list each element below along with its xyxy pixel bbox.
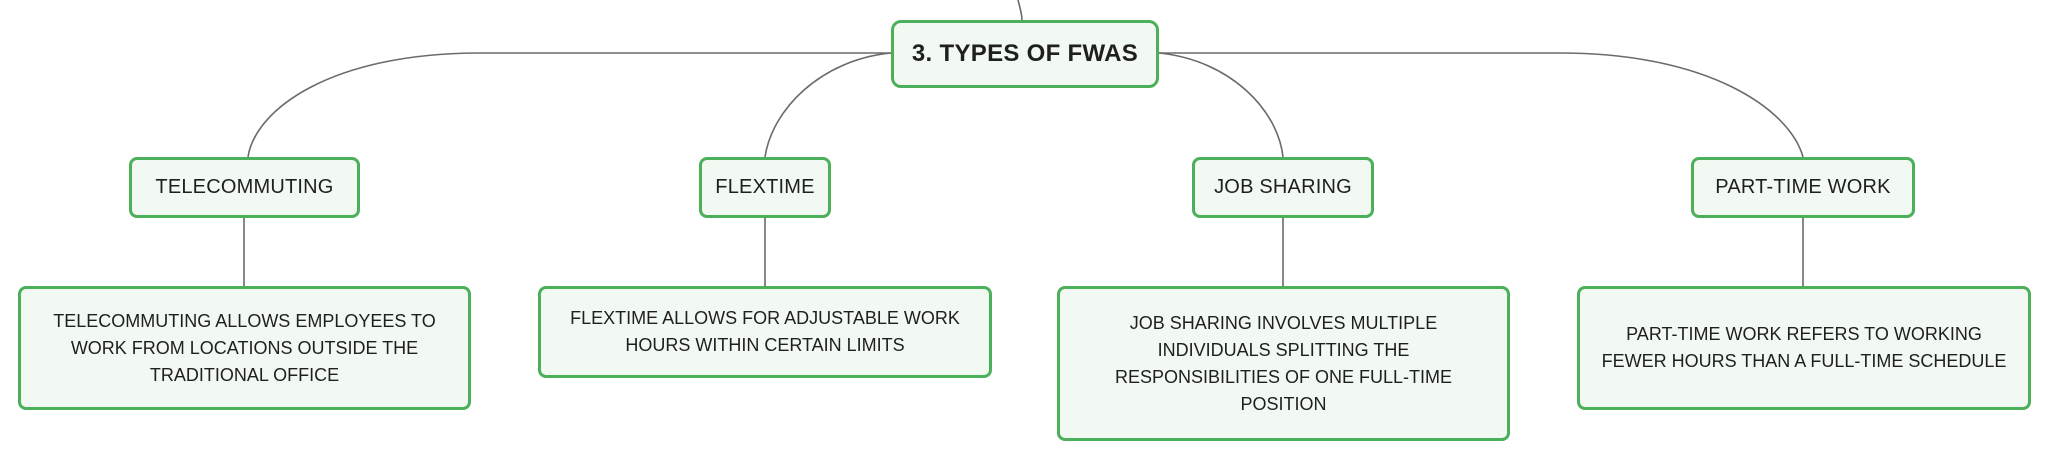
- topic-node-flextime[interactable]: FLEXTIME: [699, 157, 831, 218]
- root-topic-label: 3. TYPES OF FWAS: [911, 40, 1139, 67]
- detail-text: FLEXTIME ALLOWS FOR ADJUSTABLE WORK HOUR…: [570, 308, 960, 355]
- connector-root-flextime: [764, 52, 892, 158]
- detail-text: PART-TIME WORK REFERS TO WORKING FEWER H…: [1601, 324, 2007, 371]
- topic-node-job-sharing[interactable]: JOB SHARING: [1192, 157, 1374, 218]
- detail-node-flextime[interactable]: FLEXTIME ALLOWS FOR ADJUSTABLE WORK HOUR…: [538, 286, 992, 378]
- topic-label: TELECOMMUTING: [155, 176, 334, 198]
- detail-node-part-time-work[interactable]: PART-TIME WORK REFERS TO WORKING FEWER H…: [1577, 286, 2031, 410]
- connector-root-part-time: [1159, 52, 1804, 158]
- connector-root-job-sharing: [1158, 52, 1284, 158]
- detail-node-telecommuting[interactable]: TELECOMMUTING ALLOWS EMPLOYEES TO WORK F…: [18, 286, 471, 410]
- root-topic-node[interactable]: 3. TYPES OF FWAS: [891, 20, 1159, 88]
- topic-label: FLEXTIME: [715, 176, 815, 198]
- topic-node-part-time-work[interactable]: PART-TIME WORK: [1691, 157, 1915, 218]
- detail-text: TELECOMMUTING ALLOWS EMPLOYEES TO WORK F…: [53, 310, 436, 385]
- topic-label: JOB SHARING: [1214, 176, 1352, 198]
- topic-node-telecommuting[interactable]: TELECOMMUTING: [129, 157, 360, 218]
- topic-label: PART-TIME WORK: [1715, 176, 1891, 198]
- detail-text: JOB SHARING INVOLVES MULTIPLE INDIVIDUAL…: [1114, 312, 1453, 414]
- parent-connector: [1017, 0, 1023, 21]
- connector-root-telecommuting: [247, 52, 891, 158]
- detail-node-job-sharing[interactable]: JOB SHARING INVOLVES MULTIPLE INDIVIDUAL…: [1057, 286, 1510, 441]
